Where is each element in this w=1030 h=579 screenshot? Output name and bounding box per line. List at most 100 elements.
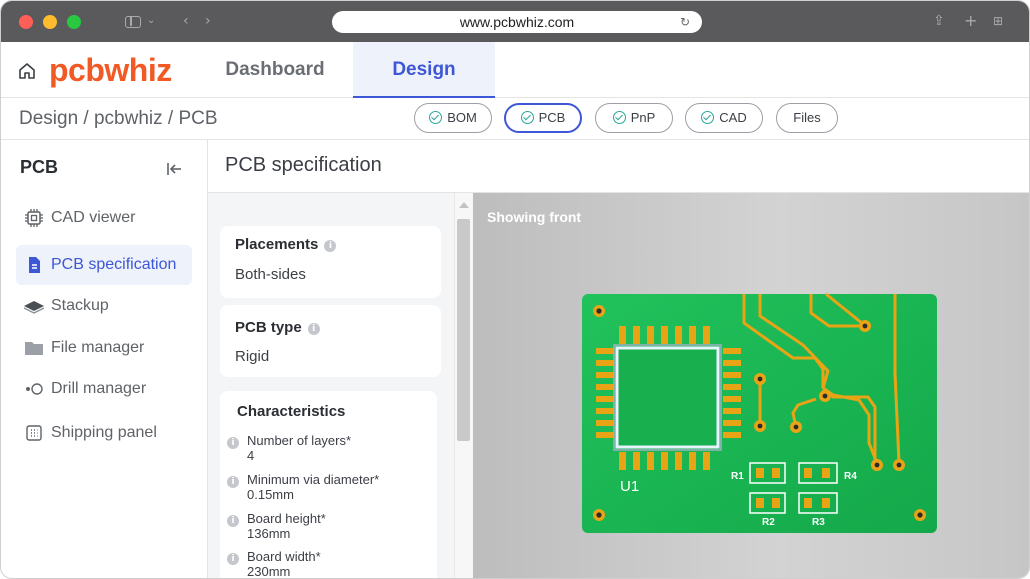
info-icon[interactable]: i: [227, 515, 239, 527]
mounting-holes: [593, 305, 926, 521]
layers-icon: [24, 301, 44, 314]
pcb-type-value: Rigid: [235, 348, 270, 365]
char-label: Board height*: [247, 511, 326, 526]
info-icon[interactable]: i: [324, 240, 337, 252]
char-value: 230mm: [247, 564, 291, 579]
pcbwhiz-logo[interactable]: pcbwhiz: [49, 52, 172, 88]
pcb-type-title: PCB type i: [235, 319, 320, 336]
scroll-up-arrow-icon[interactable]: [459, 202, 469, 208]
sidebar-item-cad-viewer[interactable]: CAD viewer: [16, 198, 192, 238]
app-header: pcbwhiz Dashboard Design: [1, 42, 1029, 98]
vias: [754, 320, 905, 471]
check-circle-icon: [429, 111, 443, 124]
placements-value: Both-sides: [235, 266, 306, 283]
share-icon[interactable]: ⇪: [933, 13, 945, 29]
minimize-window-button[interactable]: [43, 15, 57, 29]
panel-icon: [26, 425, 42, 441]
maximize-window-button[interactable]: [67, 15, 81, 29]
char-value: 4: [247, 448, 255, 463]
forward-arrow-icon[interactable]: ›: [205, 13, 211, 29]
info-icon[interactable]: i: [227, 553, 239, 565]
page-title: PCB specification: [225, 154, 382, 176]
sidebar-item-label: Shipping panel: [51, 424, 157, 441]
placements-title: Placements i: [235, 236, 337, 253]
viewer-side-label: Showing front: [487, 209, 582, 225]
sidebar-item-drill-manager[interactable]: Drill manager: [16, 369, 192, 409]
step-label: BOM: [447, 110, 477, 125]
info-icon[interactable]: i: [227, 476, 239, 488]
close-window-button[interactable]: [19, 15, 33, 29]
collapse-sidebar-icon[interactable]: [165, 160, 183, 178]
pcb-render: U1: [582, 292, 937, 533]
browser-toolbar: ⌄ ‹ › www.pcbwhiz.com ↻ ⇪ + ⊞: [1, 1, 1029, 42]
sidebar-item-shipping-panel[interactable]: Shipping panel: [16, 413, 192, 453]
r3-designator: R3: [812, 517, 825, 528]
card-title-text: PCB type: [235, 319, 302, 336]
sidebar-toggle-icon[interactable]: [125, 16, 141, 28]
step-label: PCB: [538, 110, 566, 125]
step-label: CAD: [719, 110, 747, 125]
char-row-via: i Minimum via diameter* 0.15mm: [227, 472, 380, 502]
char-label: Minimum via diameter*: [247, 472, 380, 487]
char-label: Board width*: [247, 549, 321, 564]
sidebar-item-stackup[interactable]: Stackup: [16, 286, 192, 326]
r2-designator: R2: [762, 517, 775, 528]
tab-dashboard[interactable]: Dashboard: [225, 59, 325, 80]
r4-designator: R4: [844, 471, 857, 482]
step-bom-button[interactable]: BOM: [414, 103, 492, 133]
characteristics-title: Characteristics: [237, 403, 346, 420]
reload-icon[interactable]: ↻: [679, 15, 690, 29]
content-header: PCB specification: [208, 140, 1029, 193]
home-icon[interactable]: [17, 61, 37, 81]
step-cad-button[interactable]: CAD: [685, 103, 763, 133]
spec-scrollbar[interactable]: [454, 193, 473, 578]
placements-card: Placements i Both-sides: [220, 226, 441, 298]
info-icon[interactable]: i: [307, 323, 320, 335]
step-label: PnP: [630, 110, 656, 125]
sidebar-item-label: CAD viewer: [51, 209, 136, 226]
sidebar-item-pcb-specification[interactable]: PCB specification: [16, 245, 192, 285]
url-text: www.pcbwhiz.com: [459, 14, 575, 30]
address-bar[interactable]: www.pcbwhiz.com ↻: [332, 11, 702, 33]
scrollbar-thumb[interactable]: [457, 219, 470, 441]
tab-design[interactable]: Design: [353, 42, 495, 98]
chevron-down-icon[interactable]: ⌄: [147, 15, 156, 26]
folder-icon: [25, 342, 43, 355]
sidebar-item-label: File manager: [51, 339, 145, 356]
char-label: Number of layers*: [247, 433, 352, 448]
sidebar-item-label: PCB specification: [51, 256, 177, 273]
char-row-layers: i Number of layers* 4: [227, 433, 352, 463]
sidebar-title: PCB: [20, 157, 59, 177]
spec-panel: Placements i Both-sides PCB type i Rigid C…: [208, 193, 454, 578]
char-row-width: i Board width* 230mm: [227, 549, 321, 578]
drill-icon: [26, 383, 43, 395]
step-label: Files: [793, 110, 821, 125]
card-title-text: Placements: [235, 236, 319, 253]
breadcrumb-row: Design / pcbwhiz / PCB BOM PCB PnP CAD F…: [1, 98, 1029, 140]
u1-designator: U1: [620, 478, 639, 495]
check-circle-icon: [520, 111, 534, 124]
new-tab-icon[interactable]: +: [964, 11, 978, 30]
char-value: 0.15mm: [247, 487, 294, 502]
back-arrow-icon[interactable]: ‹: [183, 13, 189, 29]
resistors: R1 R4 R2 R3: [731, 462, 857, 528]
r1-designator: R1: [731, 471, 744, 482]
sidebar-item-label: Drill manager: [51, 380, 147, 397]
step-pcb-button[interactable]: PCB: [504, 103, 582, 133]
sidebar-item-file-manager[interactable]: File manager: [16, 328, 192, 368]
check-circle-icon: [612, 111, 626, 124]
document-icon: [29, 257, 40, 273]
pcb-viewer[interactable]: Showing front: [473, 193, 1029, 578]
pcb-type-card: PCB type i Rigid: [220, 305, 441, 377]
char-value: 136mm: [247, 526, 291, 541]
check-circle-icon: [701, 111, 715, 124]
step-files-button[interactable]: Files: [776, 103, 838, 133]
char-row-height: i Board height* 136mm: [227, 511, 326, 541]
tab-overview-icon[interactable]: ⊞: [993, 14, 1004, 28]
sidebar: PCB CAD viewer PCB specification: [1, 140, 208, 578]
ic-u1: U1: [596, 326, 741, 495]
step-pnp-button[interactable]: PnP: [595, 103, 673, 133]
info-icon[interactable]: i: [227, 437, 239, 449]
